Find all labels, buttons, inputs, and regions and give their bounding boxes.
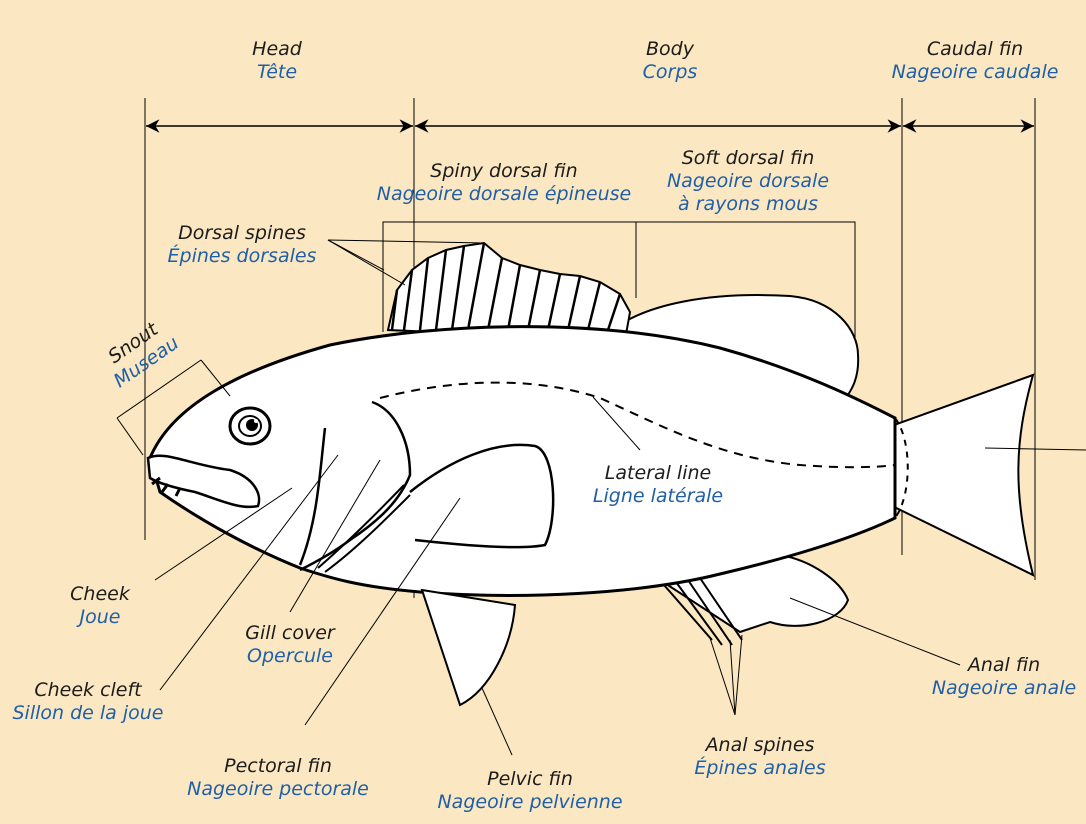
soft-dorsal-label-en: Soft dorsal fin: [667, 147, 829, 170]
pelvic-fin-label-fr: Nageoire pelvienne: [437, 791, 622, 814]
gill-cover-label-fr: Opercule: [245, 645, 334, 668]
lateral-line-label: Lateral line Ligne latérale: [593, 462, 723, 508]
soft-dorsal-label-fr: Nageoire dorsale: [667, 170, 829, 193]
spiny-dorsal-label: Spiny dorsal fin Nageoire dorsale épineu…: [377, 160, 632, 206]
anal-fin-label-en: Anal fin: [932, 654, 1076, 677]
pelvic-fin: [422, 590, 515, 705]
anal-spines-label-fr: Épines anales: [694, 757, 825, 780]
anal-fin-label: Anal fin Nageoire anale: [932, 654, 1076, 700]
head-label-fr: Tête: [252, 61, 302, 84]
head-label: Head Tête: [252, 38, 302, 84]
pectoral-fin-label: Pectoral fin Nageoire pectorale: [187, 755, 369, 801]
cheek-cleft-label-en: Cheek cleft: [13, 679, 164, 702]
head-label-en: Head: [252, 38, 302, 61]
body-label: Body Corps: [643, 38, 698, 84]
pelvic-fin-label: Pelvic fin Nageoire pelvienne: [437, 768, 622, 814]
caudal-fin: [880, 375, 1033, 575]
body-label-fr: Corps: [643, 61, 698, 84]
anal-spines-label: Anal spines Épines anales: [694, 734, 825, 780]
cheek-cleft-label: Cheek cleft Sillon de la joue: [13, 679, 164, 725]
caudal-label: Caudal fin Nageoire caudale: [892, 38, 1059, 84]
dorsal-spines-label-fr: Épines dorsales: [168, 245, 317, 268]
pectoral-fin-label-fr: Nageoire pectorale: [187, 778, 369, 801]
caudal-label-fr: Nageoire caudale: [892, 61, 1059, 84]
cheek-cleft-label-fr: Sillon de la joue: [13, 702, 164, 725]
dorsal-spines-label-en: Dorsal spines: [168, 222, 317, 245]
eye: [230, 408, 270, 444]
soft-dorsal-label-fr2: à rayons mous: [667, 193, 829, 216]
pelvic-fin-label-en: Pelvic fin: [437, 768, 622, 791]
cheek-label-fr: Joue: [70, 606, 130, 629]
soft-dorsal-label: Soft dorsal fin Nageoire dorsale à rayon…: [667, 147, 829, 216]
anal-fin-label-fr: Nageoire anale: [932, 677, 1076, 700]
caudal-label-en: Caudal fin: [892, 38, 1059, 61]
lateral-line-label-fr: Ligne latérale: [593, 485, 723, 508]
body-label-en: Body: [643, 38, 698, 61]
spiny-dorsal-label-en: Spiny dorsal fin: [377, 160, 632, 183]
anal-spines-label-en: Anal spines: [694, 734, 825, 757]
gill-cover-label-en: Gill cover: [245, 622, 334, 645]
cheek-label: Cheek Joue: [70, 583, 130, 629]
dorsal-spines-label: Dorsal spines Épines dorsales: [168, 222, 317, 268]
pectoral-fin-label-en: Pectoral fin: [187, 755, 369, 778]
lateral-line-label-en: Lateral line: [593, 462, 723, 485]
spiny-dorsal-label-fr: Nageoire dorsale épineuse: [377, 183, 632, 206]
gill-cover-label: Gill cover Opercule: [245, 622, 334, 668]
cheek-label-en: Cheek: [70, 583, 130, 606]
